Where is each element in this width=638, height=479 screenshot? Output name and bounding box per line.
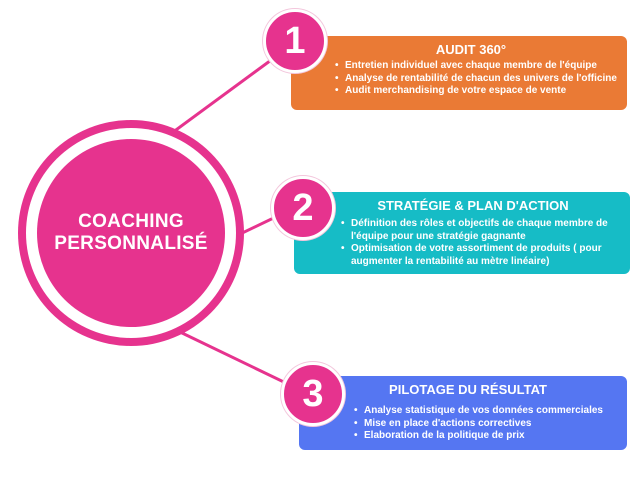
step-number-badge-1: 1 <box>263 9 327 73</box>
step-title-1: AUDIT 360° <box>435 42 507 57</box>
step-list-1: Entretien individuel avec chaque membre … <box>334 60 624 98</box>
step-number-badge-2: 2 <box>271 176 335 240</box>
connector-line-1 <box>164 53 279 140</box>
step-number-badge-3: 3 <box>281 362 345 426</box>
connector-line-3 <box>179 330 291 387</box>
step-list-2: Définition des rôles et objectifs de cha… <box>340 218 626 268</box>
step-title-2: STRATÉGIE & PLAN D'ACTION <box>377 198 569 213</box>
list-item: Optimisation de votre assortiment de pro… <box>340 243 626 268</box>
list-item: Analyse de rentabilité de chacun des uni… <box>334 73 624 86</box>
list-item: Entretien individuel avec chaque membre … <box>334 60 624 73</box>
hub-ring: COACHING PERSONNALISÉ <box>26 128 236 338</box>
list-item: Mise en place d'actions correctives <box>353 418 623 431</box>
list-item: Audit merchandising de votre espace de v… <box>334 85 624 98</box>
step-title-3: PILOTAGE DU RÉSULTAT <box>389 382 547 397</box>
list-item: Analyse statistique de vos données comme… <box>353 405 623 418</box>
central-hub: COACHING PERSONNALISÉ <box>18 120 244 346</box>
list-item: Elaboration de la politique de prix <box>353 430 623 443</box>
hub-title-line1: COACHING <box>78 211 184 232</box>
step-card-3: PILOTAGE DU RÉSULTAT Analyse statistique… <box>299 376 627 450</box>
hub-title-line2: PERSONNALISÉ <box>54 233 208 254</box>
list-item: Définition des rôles et objectifs de cha… <box>340 218 626 243</box>
hub-core: COACHING PERSONNALISÉ <box>37 139 225 327</box>
step-card-1: AUDIT 360° Entretien individuel avec cha… <box>291 36 627 110</box>
step-card-2: STRATÉGIE & PLAN D'ACTION Définition des… <box>294 192 630 274</box>
step-list-3: Analyse statistique de vos données comme… <box>353 405 623 443</box>
